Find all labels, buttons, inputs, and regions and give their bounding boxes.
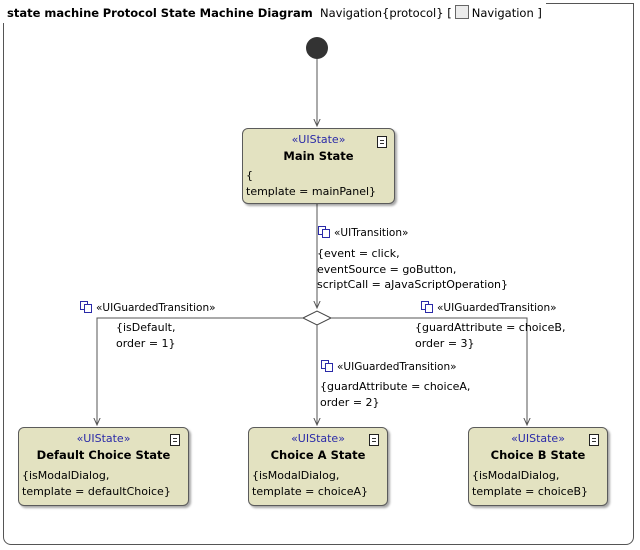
transition-choice-b[interactable] — [331, 317, 527, 425]
state-choice-b-name: Choice B State — [490, 448, 586, 462]
frame-context: Navigation{protocol} — [320, 6, 444, 20]
state-main-stereotype: «UIState» — [291, 133, 346, 146]
transition-choice-b-label: {guardAttribute = choiceB, order = 3} — [415, 321, 566, 350]
state-main-body: { template = mainPanel} — [246, 169, 377, 198]
state-default-body: {isModalDialog, template = defaultChoice… — [22, 469, 171, 498]
transition-choice-a-stereotype[interactable]: «UIGuardedTransition» — [321, 360, 457, 373]
transition-icon — [421, 301, 434, 314]
state-icon — [589, 434, 599, 446]
transition-choice-a-label: {guardAttribute = choiceA, order = 2} — [320, 380, 471, 409]
state-default-choice[interactable]: «UIState» Default Choice State {isModalD… — [18, 427, 189, 506]
frame-header: state machine Protocol State Machine Dia… — [3, 3, 546, 23]
transition-default-label: {isDefault, order = 1} — [116, 321, 176, 350]
state-choice-a[interactable]: «UIState» Choice A State {isModalDialog,… — [248, 427, 388, 506]
transition-main-choice-stereotype[interactable]: «UITransition» — [318, 226, 408, 239]
transition-choice-default[interactable] — [97, 317, 303, 425]
state-main[interactable]: «UIState» Main State { template = mainPa… — [242, 128, 395, 204]
frame-kind: state machine — [7, 6, 100, 20]
state-choice-b-body: {isModalDialog, template = choiceB} — [472, 469, 589, 498]
frame-diagram-name: Navigation — [471, 6, 534, 20]
frame-title: Protocol State Machine Diagram — [102, 6, 313, 20]
transition-choice-b-stereotype[interactable]: «UIGuardedTransition» — [421, 301, 557, 314]
initial-node[interactable] — [306, 37, 328, 59]
state-choice-a-name: Choice A State — [270, 448, 366, 462]
state-icon — [377, 136, 387, 148]
state-main-name: Main State — [283, 149, 354, 163]
state-default-stereotype: «UIState» — [76, 432, 131, 445]
state-default-name: Default Choice State — [36, 448, 171, 462]
state-choice-a-stereotype: «UIState» — [291, 432, 345, 445]
choice-node[interactable] — [301, 310, 333, 326]
transition-icon — [318, 226, 331, 239]
transition-icon — [321, 360, 334, 373]
transition-icon — [80, 301, 93, 314]
frame-bracket-close: ] — [537, 6, 542, 20]
frame-bracket-open: [ — [447, 6, 452, 20]
state-choice-b-stereotype: «UIState» — [511, 432, 565, 445]
state-choice-a-body: {isModalDialog, template = choiceA} — [252, 469, 369, 498]
state-icon — [369, 434, 379, 446]
diagram-icon — [454, 5, 469, 19]
transition-main-choice-label: {event = click, eventSource = goButton, … — [317, 247, 509, 291]
transition-default-stereotype[interactable]: «UIGuardedTransition» — [80, 301, 216, 314]
state-choice-b[interactable]: «UIState» Choice B State {isModalDialog,… — [468, 427, 608, 506]
state-icon — [170, 434, 180, 446]
